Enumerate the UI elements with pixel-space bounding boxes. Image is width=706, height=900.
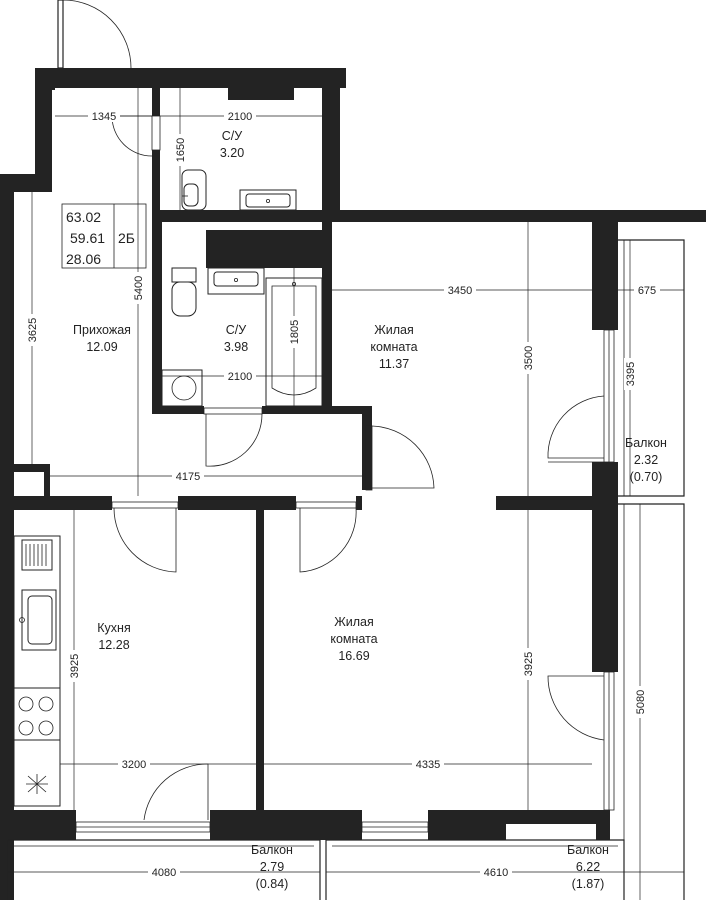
dim-5400: 5400 <box>133 276 145 300</box>
balcony-kitchen-area: 2.79 <box>260 860 284 874</box>
kitchen-area: 12.28 <box>98 638 129 652</box>
dim-3200: 3200 <box>122 759 146 771</box>
layout-code: 2Б <box>118 230 135 246</box>
balcony-right-name: Балкон <box>625 436 667 450</box>
dim-4080: 4080 <box>152 867 176 879</box>
dim-4175: 4175 <box>176 471 200 483</box>
dim-3450: 3450 <box>448 285 472 297</box>
dim-4335: 4335 <box>416 759 440 771</box>
vent-icon <box>26 774 48 794</box>
total-area: 63.02 <box>66 209 101 225</box>
balcony-living-coef: (1.87) <box>572 877 605 891</box>
dim-3925-right: 3925 <box>523 652 535 676</box>
dim-1650: 1650 <box>175 138 187 162</box>
balcony-living-area: 6.22 <box>576 860 600 874</box>
bath-top-name: С/У <box>222 129 243 143</box>
dim-675: 675 <box>638 285 656 297</box>
dim-1345: 1345 <box>92 111 116 123</box>
balcony-right-coef: (0.70) <box>630 470 663 484</box>
windows-and-balconies <box>7 0 685 900</box>
dim-3625: 3625 <box>27 318 39 342</box>
dim-1805: 1805 <box>289 320 301 344</box>
balcony-kitchen-coef: (0.84) <box>256 877 289 891</box>
summary-box: 63.02 59.61 28.06 2Б <box>66 209 135 267</box>
dim-5080: 5080 <box>635 690 647 714</box>
dimension-labels: 1345 2100 1650 5400 3625 2100 1805 3450 … <box>26 110 660 879</box>
dim-3500: 3500 <box>523 346 535 370</box>
balcony-kitchen-name: Балкон <box>251 843 293 857</box>
bath-mid-name: С/У <box>226 323 247 337</box>
room-labels: С/У 3.20 С/У 3.98 Прихожая 12.09 Жилая к… <box>73 129 667 891</box>
bedroom-area: 11.37 <box>379 357 409 371</box>
dim-4610: 4610 <box>484 867 508 879</box>
living-area-total: 59.61 <box>70 230 105 246</box>
dim-3925-left: 3925 <box>69 654 81 678</box>
living-name-line1: Жилая <box>334 615 374 629</box>
bath-mid-area: 3.98 <box>224 340 248 354</box>
bedroom-name-line2: комната <box>370 340 417 354</box>
living-name-line2: комната <box>330 632 377 646</box>
balcony-right-area: 2.32 <box>634 453 658 467</box>
balcony-living-name: Балкон <box>567 843 609 857</box>
bath-top-area: 3.20 <box>220 146 244 160</box>
living-rooms-area: 28.06 <box>66 251 101 267</box>
kitchen-name: Кухня <box>97 621 130 635</box>
bedroom-name-line1: Жилая <box>374 323 414 337</box>
hall-name: Прихожая <box>73 323 131 337</box>
dim-3395: 3395 <box>625 362 637 386</box>
living-area: 16.69 <box>338 649 369 663</box>
dim-2100-mid: 2100 <box>228 371 252 383</box>
walls <box>0 68 706 900</box>
hall-area: 12.09 <box>86 340 117 354</box>
dim-2100-top: 2100 <box>228 111 252 123</box>
dimension-lines <box>8 88 684 900</box>
fixtures <box>13 169 323 807</box>
